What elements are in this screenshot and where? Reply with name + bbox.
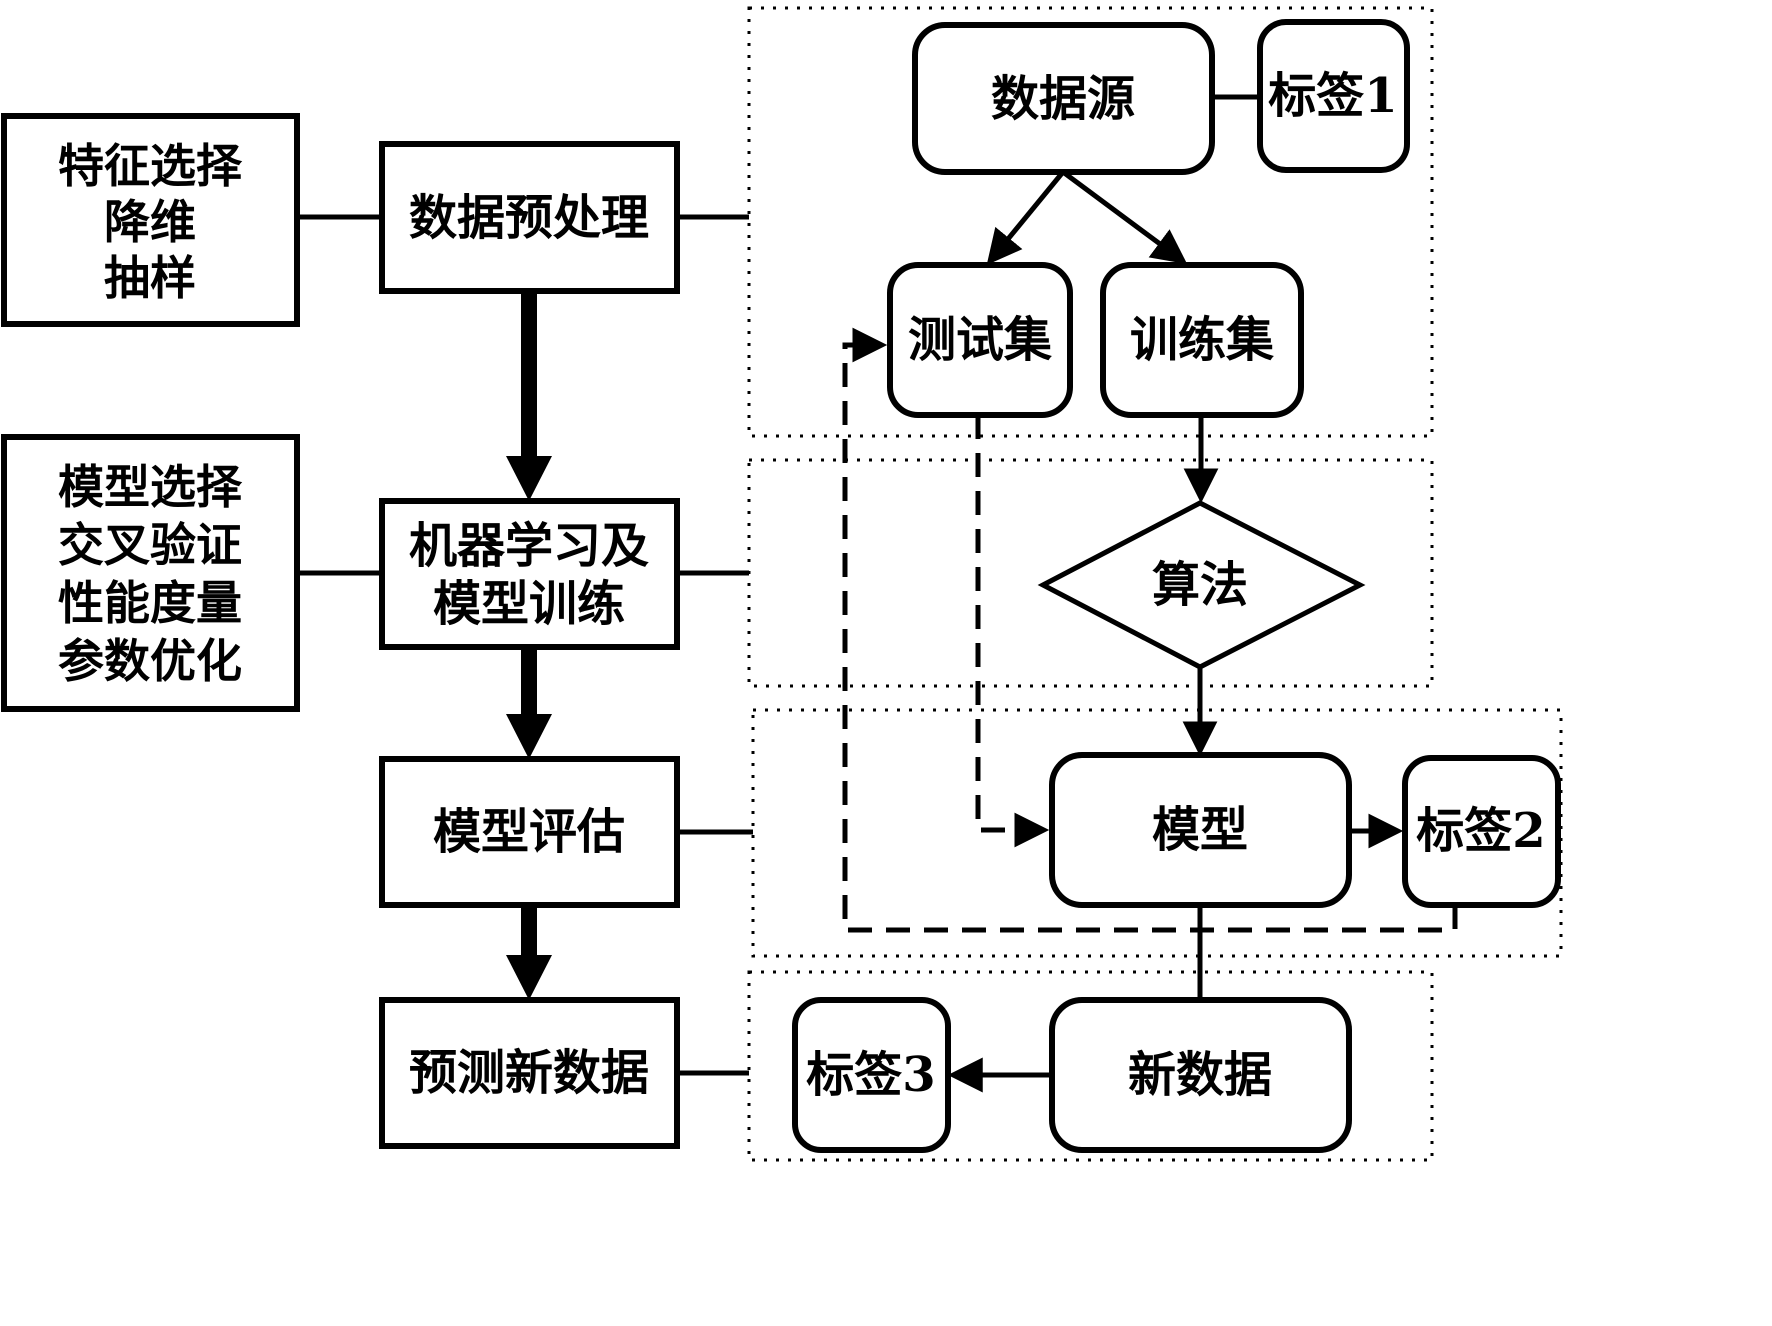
predict-box — [379, 997, 680, 1149]
connector-lines — [297, 94, 1260, 1076]
note2-box — [1, 434, 300, 712]
dashed-feedback-paths — [842, 327, 1458, 933]
preprocess-box — [379, 141, 680, 294]
note1-line2: 降维 — [104, 195, 196, 249]
train-set-label: 训练集 — [1130, 312, 1274, 368]
note1-line3: 抽样 — [104, 251, 196, 305]
thick-arrow-1-head — [506, 456, 552, 501]
evaluate-label: 模型评估 — [433, 804, 625, 860]
pipeline-boxes — [379, 141, 680, 1149]
data-source-node — [912, 22, 1215, 175]
flow-nodes — [792, 19, 1561, 1153]
pipeline-arrows — [506, 291, 552, 1000]
algorithm-label: 算法 — [1152, 557, 1248, 613]
thick-arrow-2-head — [506, 714, 552, 759]
model-node — [1049, 752, 1352, 908]
note2-line2: 交叉验证 — [58, 518, 242, 572]
new-data-label: 新数据 — [1128, 1047, 1272, 1103]
arrow-datasource-to-trainset — [1061, 169, 1188, 265]
note2-line4: 参数优化 — [58, 634, 242, 688]
dashed-loop-label2-to-testset — [842, 327, 1458, 933]
flow-arrows — [947, 169, 1219, 1093]
train-label-line2: 模型训练 — [433, 576, 625, 632]
preprocess-label: 数据预处理 — [409, 190, 649, 246]
label2-node — [1402, 755, 1561, 908]
label3-node — [792, 997, 951, 1153]
label1-node — [1257, 19, 1410, 173]
note1-box — [1, 113, 300, 327]
new-data-node — [1049, 997, 1352, 1153]
evaluate-box — [379, 756, 680, 908]
test-set-label: 测试集 — [908, 312, 1052, 368]
note2-line1: 模型选择 — [58, 460, 243, 514]
label2-label: 标签2 — [1416, 803, 1545, 859]
note1-line1: 特征选择 — [58, 139, 243, 193]
predict-label: 预测新数据 — [409, 1045, 649, 1101]
dashed-arrow-testset-to-model — [975, 415, 1050, 848]
algorithm-node — [1037, 500, 1366, 670]
test-set-node — [887, 262, 1073, 418]
data-source-label: 数据源 — [991, 71, 1135, 127]
train-label-line1: 机器学习及 — [409, 518, 649, 574]
train-set-node — [1100, 262, 1304, 418]
note2-line3: 性能度量 — [58, 576, 242, 630]
labels: 特征选择 降维 抽样 模型选择 交叉验证 性能度量 参数优化 数据预处理 机器学… — [58, 68, 1546, 1103]
container-prediction — [747, 970, 1434, 1162]
label3-label: 标签3 — [806, 1047, 935, 1103]
model-label: 模型 — [1152, 802, 1248, 858]
side-note-boxes — [1, 113, 300, 712]
train-box — [379, 498, 680, 650]
container-data-split — [747, 6, 1434, 438]
thick-arrow-3-head — [506, 955, 552, 1000]
arrow-datasource-to-testset — [986, 170, 1065, 266]
label1-label: 标签1 — [1268, 68, 1397, 124]
